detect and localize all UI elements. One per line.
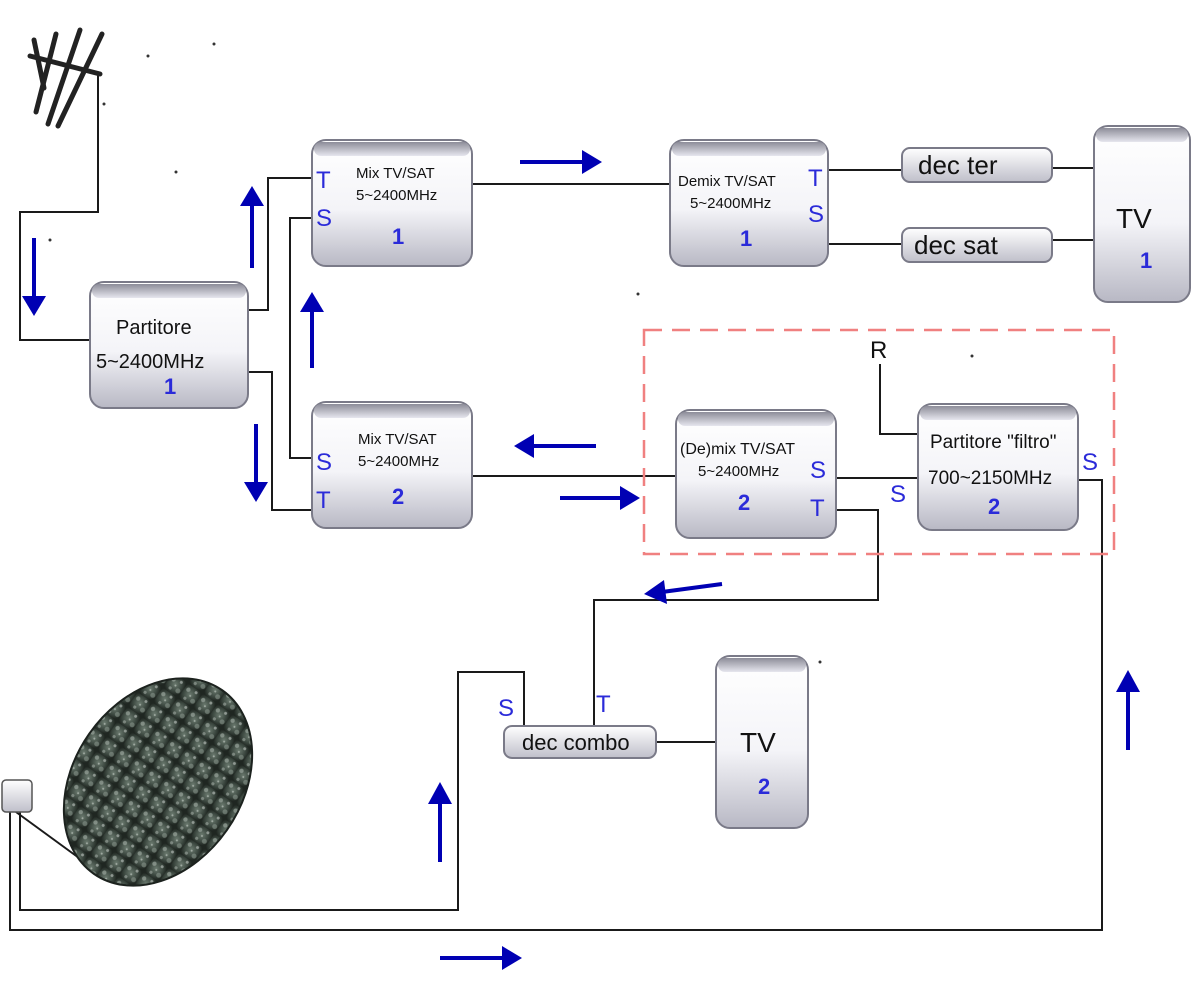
tv-2-box: TV 2 [715, 655, 809, 829]
mix-2-title: Mix TV/SAT [358, 431, 437, 448]
partitore-2-title: Partitore "filtro" [930, 432, 1056, 453]
mix-1-number: 1 [392, 224, 404, 249]
arrow-down-antenna [22, 238, 46, 316]
lnb-icon [1, 779, 33, 813]
tv-2-label: TV [740, 727, 776, 758]
dashed-highlight-region [642, 328, 1116, 556]
arrow-left-demix2-to-mix2 [514, 434, 596, 458]
partitore-2-number: 2 [988, 494, 1000, 519]
partitore-2-port-r: R [870, 337, 887, 364]
tv-1-label: TV [1116, 203, 1152, 234]
partitore-2-port-s-in: S [890, 481, 906, 508]
wire-demix2-t-to-dec-combo-t [593, 509, 879, 726]
wire-r-to-partitore2 [879, 364, 918, 435]
signal-arrows [22, 150, 1140, 970]
dec-ter-box: dec ter [901, 147, 1053, 183]
satellite-dish-icon [62, 677, 254, 887]
arrow-up-to-mix1 [240, 186, 264, 268]
dec-sat-label: dec sat [914, 230, 999, 260]
tv-1-box: TV 1 [1093, 125, 1191, 303]
mix-1-box: Mix TV/SAT 5~2400MHz T S 1 [311, 139, 473, 267]
demix-1-number: 1 [740, 226, 752, 251]
demix-2-box: (De)mix TV/SAT 5~2400MHz S T 2 [675, 409, 837, 539]
arrow-up-to-dec-combo [428, 782, 452, 862]
wire-partitore1-to-mix2-t [248, 371, 316, 511]
demix-2-title: (De)mix TV/SAT [680, 441, 795, 458]
arrow-right-mix2-to-demix2 [560, 486, 640, 510]
demix-2-number: 2 [738, 490, 750, 515]
dec-sat-box: dec sat [901, 227, 1053, 263]
partitore-1-number: 1 [164, 374, 176, 399]
partitore-2-port-s-out: S [1082, 449, 1098, 476]
partitore-1-freq: 5~2400MHz [96, 351, 204, 373]
mix-2-port-s: S [316, 449, 332, 476]
wire-partitore2-s-to-lnb [9, 479, 1103, 931]
mix-2-freq: 5~2400MHz [358, 453, 439, 470]
stray-dots [48, 42, 974, 664]
mix-1-port-s: S [316, 205, 332, 232]
mix-2-port-t: T [316, 487, 331, 514]
wire-partitore1-to-mix1-t [248, 177, 316, 311]
partitore-1-box: Partitore 5~2400MHz 1 [89, 281, 249, 409]
arrow-down-to-mix2 [244, 424, 268, 502]
mix-2-number: 2 [392, 484, 404, 509]
demix-1-box: Demix TV/SAT 5~2400MHz T S 1 [669, 139, 829, 267]
partitore-2-box: Partitore "filtro" 700~2150MHz 2 [917, 403, 1079, 531]
demix-1-freq: 5~2400MHz [690, 195, 771, 212]
dec-combo-label: dec combo [522, 730, 630, 755]
dec-ter-label: dec ter [918, 150, 998, 180]
wire-mix1-s-to-mix2-s [289, 217, 316, 459]
demix-2-port-t: T [810, 495, 825, 522]
mix-1-freq: 5~2400MHz [356, 187, 437, 204]
arrow-right-mix1-to-demix1 [520, 150, 602, 174]
partitore-2-freq: 700~2150MHz [928, 468, 1052, 489]
demix-1-port-t: T [808, 165, 823, 192]
arrow-right-bottom [440, 946, 522, 970]
partitore-1-title: Partitore [116, 317, 192, 339]
arrow-up-mix2-to-mix1 [300, 292, 324, 368]
tv-2-number: 2 [758, 774, 770, 799]
demix-2-freq: 5~2400MHz [698, 463, 779, 480]
wire-antenna-to-partitore1 [19, 72, 99, 341]
dec-combo-port-s: S [498, 695, 514, 722]
demix-1-title: Demix TV/SAT [678, 173, 776, 190]
wire-lnb-to-dec-combo-s [19, 671, 525, 911]
arrow-left-to-dec-combo [644, 580, 723, 604]
arrow-up-right-side [1116, 670, 1140, 750]
dec-combo-box: dec combo [503, 725, 657, 759]
dec-combo-port-t: T [596, 691, 611, 718]
mix-1-title: Mix TV/SAT [356, 165, 435, 182]
tv-1-number: 1 [1140, 248, 1152, 273]
demix-2-port-s: S [810, 457, 826, 484]
wires [9, 72, 1103, 931]
mix-2-box: Mix TV/SAT 5~2400MHz S T 2 [311, 401, 473, 529]
demix-1-port-s: S [808, 201, 824, 228]
terrestrial-antenna-icon [27, 27, 105, 129]
mix-1-port-t: T [316, 167, 331, 194]
wire-demix1-s-to-dec-sat [827, 220, 902, 245]
